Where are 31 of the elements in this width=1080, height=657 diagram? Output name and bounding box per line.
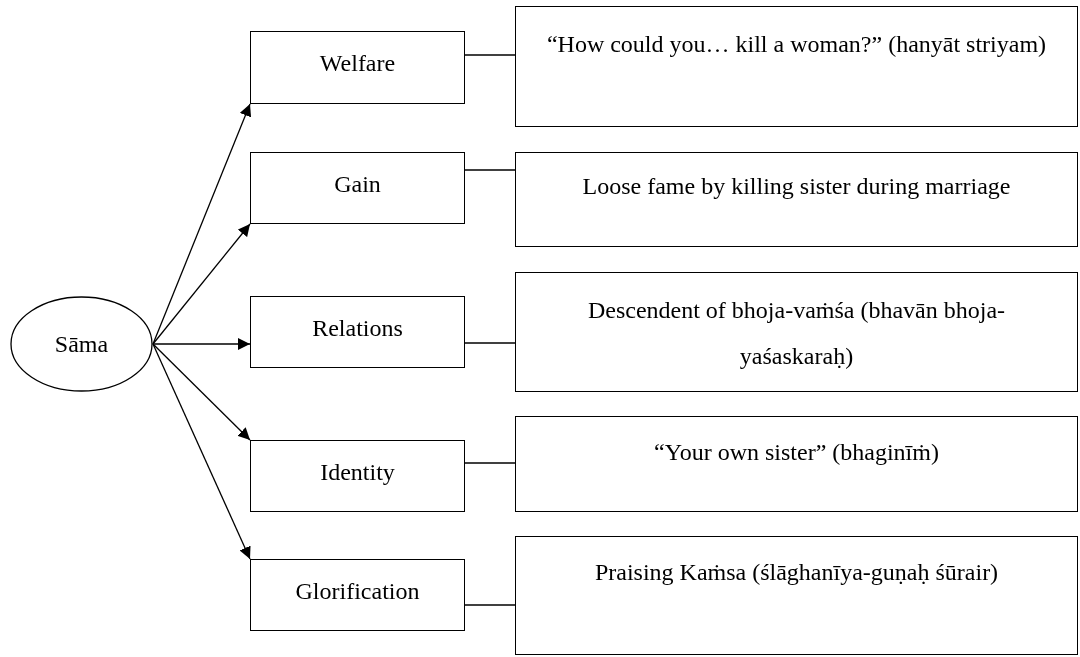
- connector-line: [464, 462, 516, 464]
- category-box: [250, 440, 465, 512]
- arrow: [152, 223, 251, 345]
- category-box: [250, 31, 465, 104]
- category-box: [250, 296, 465, 368]
- category-box: [250, 559, 465, 631]
- node-label: Glorification: [295, 577, 420, 606]
- node-label: Praising Kaṁsa (ślāghanīya-guṇaḥ śūrair): [594, 558, 999, 587]
- connector-line: [464, 54, 516, 56]
- node-label: Loose fame by killing sister during marriage: [582, 172, 1011, 201]
- description-box: [515, 6, 1078, 127]
- category-box: [250, 152, 465, 224]
- node-label: Identity: [320, 458, 395, 487]
- arrow: [152, 343, 251, 560]
- connector-line: [464, 169, 516, 171]
- connector-line: [464, 342, 516, 344]
- node-label: “Your own sister” (bhaginīṁ): [654, 438, 939, 467]
- node-label: “How could you… kill a woman?” (hanyāt striyam): [546, 30, 1047, 59]
- description-box: [515, 416, 1078, 512]
- description-box: [515, 536, 1078, 655]
- node-label: Sāma: [54, 331, 109, 357]
- arrow: [152, 103, 252, 345]
- node-label: Descendent of bhoja-vaṁśa (bhavān bhoja-yaśaskaraḥ): [586, 296, 1007, 371]
- connector-line: [464, 604, 516, 606]
- node-label: Gain: [334, 170, 381, 199]
- node-label: Welfare: [319, 49, 396, 78]
- node-label: Relations: [312, 314, 403, 343]
- description-box: [515, 152, 1078, 247]
- arrow: [152, 343, 251, 441]
- arrow: [152, 338, 251, 350]
- description-box: [515, 272, 1078, 392]
